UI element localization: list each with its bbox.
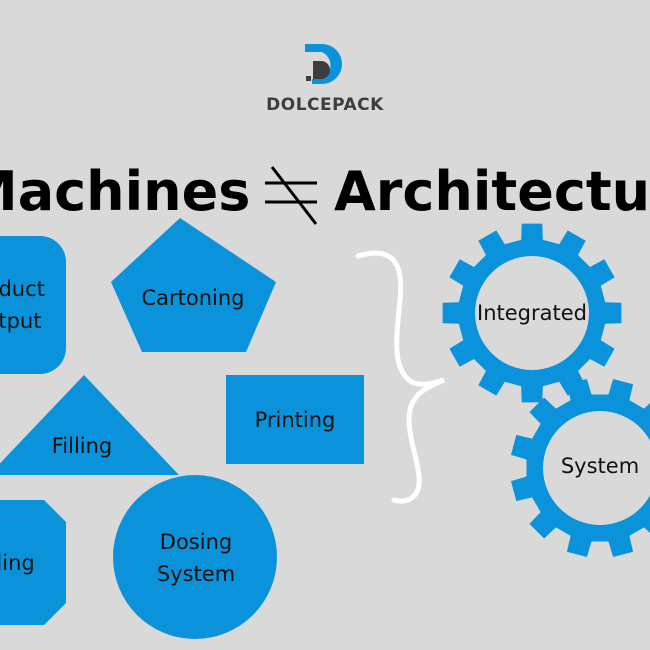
not-equal-symbol xyxy=(265,166,318,225)
svg-text:Filling: Filling xyxy=(52,434,113,458)
dolcepack-logo: DOLCEPACK xyxy=(266,44,384,115)
svg-text:Product: Product xyxy=(0,277,45,301)
logo-dot xyxy=(306,76,311,81)
brand-name: DOLCEPACK xyxy=(266,95,384,115)
svg-text:Integrated: Integrated xyxy=(477,301,587,325)
title-machines: Machines xyxy=(0,160,250,223)
svg-text:Sealing: Sealing xyxy=(0,551,35,575)
svg-text:Cartoning: Cartoning xyxy=(141,286,244,310)
svg-text:Dosing: Dosing xyxy=(160,530,232,554)
svg-text:System: System xyxy=(157,562,235,586)
title-architecture: Architecture xyxy=(334,160,650,223)
svg-text:Printing: Printing xyxy=(255,408,336,432)
gear-integrated: Integrated xyxy=(442,223,622,403)
filling-shape: Filling xyxy=(0,375,179,475)
svg-text:Output: Output xyxy=(0,309,41,333)
cartoning-shape: Cartoning xyxy=(111,218,276,352)
logo-d-blue xyxy=(305,44,342,84)
printing-shape: Printing xyxy=(226,375,364,464)
svg-text:System: System xyxy=(561,454,639,478)
gear-system: System xyxy=(511,379,650,557)
curly-brace xyxy=(355,250,445,504)
logo-d-dark xyxy=(313,61,330,79)
dosing-system-shape: Dosing System xyxy=(113,475,277,639)
product-output-shape: Product Output xyxy=(0,236,66,374)
sealing-shape: Sealing xyxy=(0,500,66,625)
